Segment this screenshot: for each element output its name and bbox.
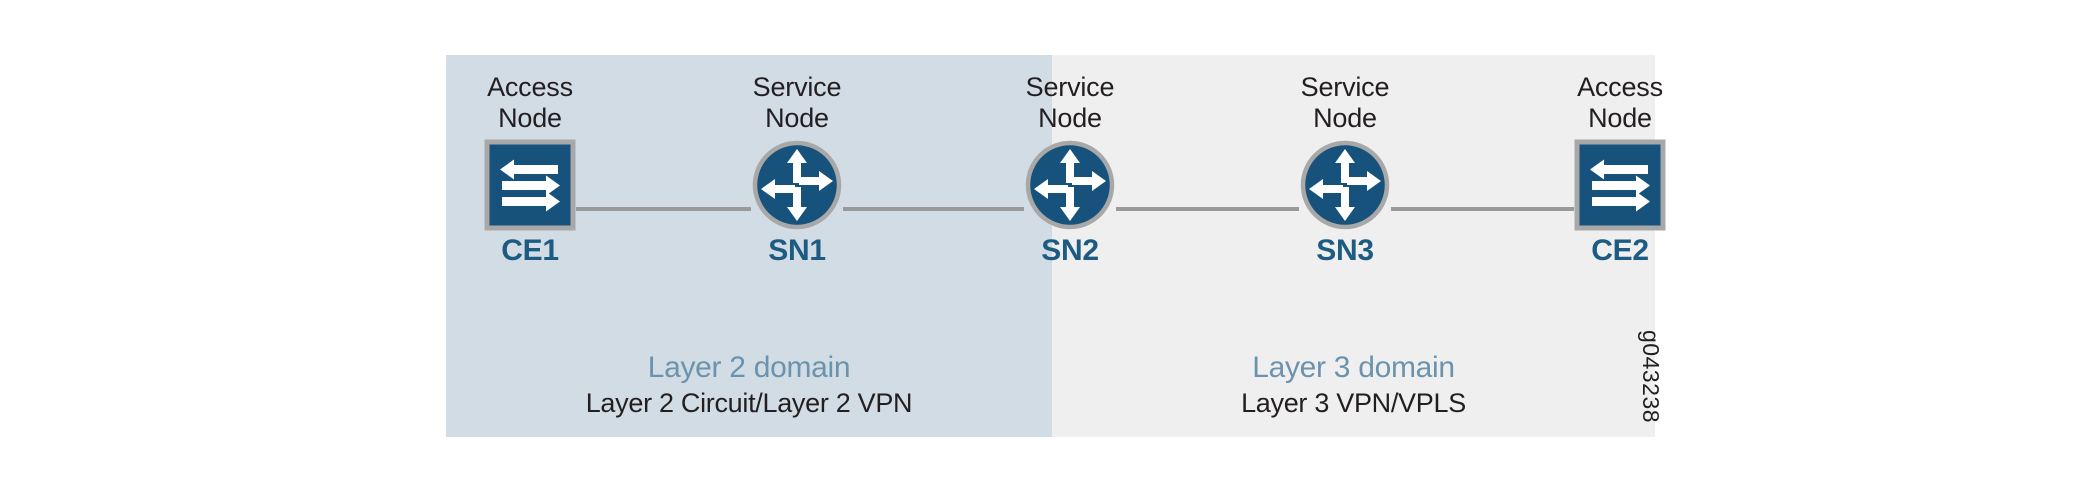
node-sn1[interactable]: Service Node SN1 [697, 72, 897, 268]
layer3-domain-panel [1052, 55, 1655, 437]
layer3-domain-title: Layer 3 domain [1252, 351, 1455, 384]
node-ce2-label: CE2 [1591, 234, 1649, 267]
node-ce2[interactable]: Access Node CE2 [1520, 72, 1720, 268]
layer2-domain-subtitle: Layer 2 Circuit/Layer 2 VPN [585, 388, 913, 418]
node-sn1-role: Service Node [752, 72, 842, 133]
node-ce1[interactable]: Access Node CE1 [430, 72, 630, 268]
layer2-domain-title: Layer 2 domain [647, 351, 851, 384]
router-icon [1299, 139, 1391, 231]
figure-id-watermark: g043238 [1638, 330, 1664, 424]
link-sn1-sn2 [843, 207, 1024, 211]
router-icon [1024, 139, 1116, 231]
switch-icon [484, 139, 576, 231]
node-sn3-label: SN3 [1316, 234, 1374, 267]
node-sn3-role: Service Node [1300, 72, 1390, 133]
node-sn2[interactable]: Service Node SN2 [970, 72, 1170, 268]
link-sn3-ce2 [1391, 207, 1574, 211]
node-sn3[interactable]: Service Node SN3 [1245, 72, 1445, 268]
node-sn2-label: SN2 [1041, 234, 1099, 267]
layer3-domain-caption: Layer 3 domain Layer 3 VPN/VPLS [1052, 350, 1655, 420]
link-ce1-sn1 [576, 207, 751, 211]
node-sn1-label: SN1 [768, 234, 826, 267]
node-sn2-role: Service Node [1025, 72, 1115, 133]
switch-icon [1574, 139, 1666, 231]
layer2-domain-caption: Layer 2 domain Layer 2 Circuit/Layer 2 V… [446, 350, 1052, 420]
router-icon [751, 139, 843, 231]
layer3-domain-subtitle: Layer 3 VPN/VPLS [1241, 388, 1466, 418]
node-ce2-role: Access Node [1577, 72, 1663, 133]
link-sn2-sn3 [1116, 207, 1299, 211]
layer2-domain-panel [446, 55, 1052, 437]
node-ce1-role: Access Node [487, 72, 573, 133]
node-ce1-label: CE1 [501, 234, 559, 267]
